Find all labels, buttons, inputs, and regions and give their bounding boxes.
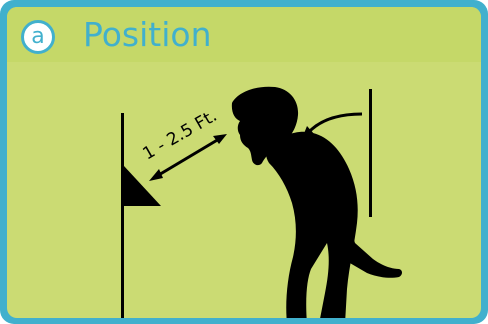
position-diagram: 1 - 2.5 Ft. xyxy=(7,7,481,318)
person-silhouette-icon xyxy=(232,87,402,318)
reference-line xyxy=(369,89,372,217)
distance-label: 1 - 2.5 Ft. xyxy=(140,106,221,164)
card-panel: a Position 1 - 2.5 Ft. xyxy=(7,7,481,318)
